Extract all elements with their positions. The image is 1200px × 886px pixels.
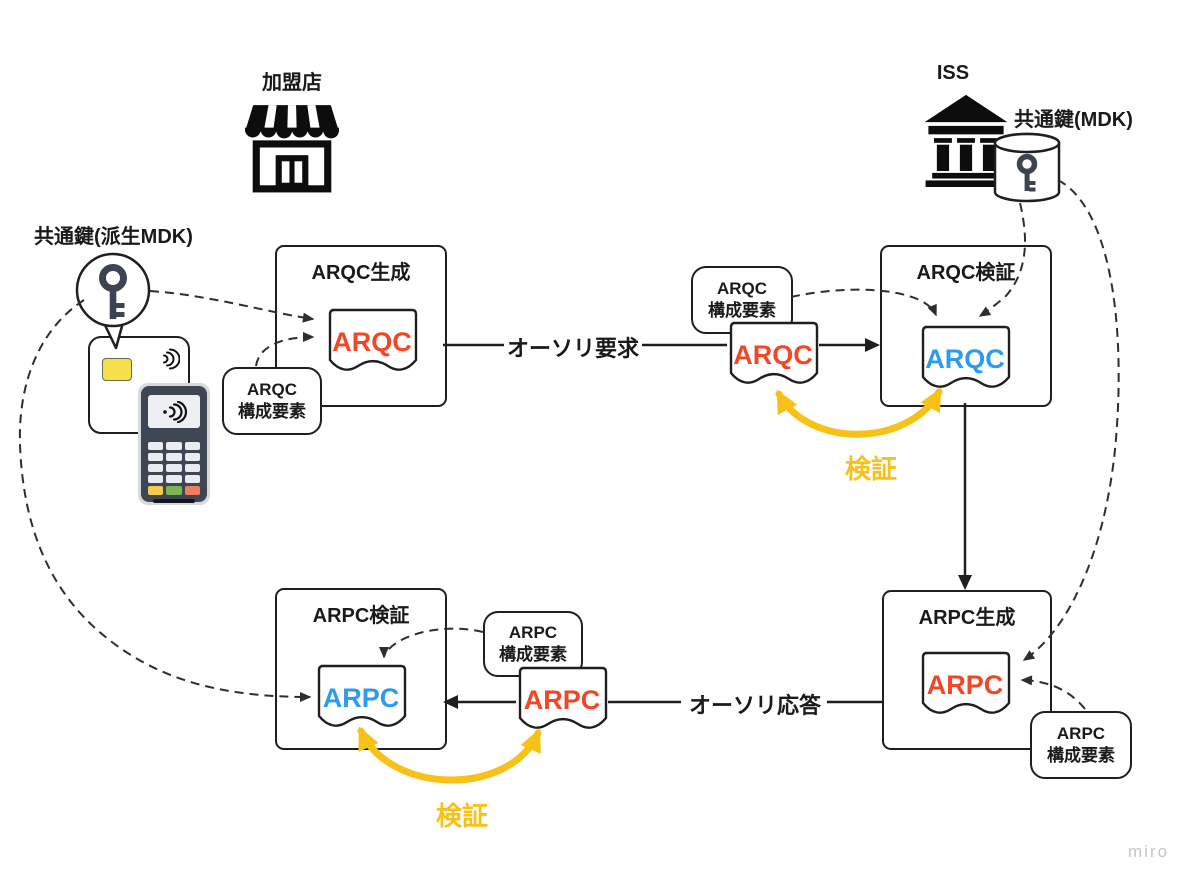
note-line2: 構成要素 [499,645,567,664]
note-line2: 構成要素 [238,402,306,421]
flow-label-auth-response: オーソリ応答 [688,693,821,718]
verify-label-arpc: 検証 [435,801,488,831]
note-line2: 構成要素 [708,301,776,320]
connector-arpc-to-verify [443,695,516,709]
merchant-label: 加盟店 [262,72,322,94]
document-arqc-generated: ARQC [326,308,418,378]
note-arpc-components-right: ARPC 構成要素 [1030,711,1132,779]
terminal-screen [148,395,200,428]
document-arpc-response: ARPC [516,666,608,736]
note-line1: ARQC [246,379,298,399]
box-title: ARQC生成 [311,262,411,284]
key-bubble-icon [75,252,151,350]
note-line1: ARPC [1056,723,1106,743]
doc-label: ARQC [925,344,1005,374]
issuer-label: ISS [936,62,970,84]
connector-verify-to-arpc-generate [958,403,972,590]
mdk-key-label: 共通鍵(MDK) [1014,109,1133,131]
document-arqc-verify: ARQC [919,325,1011,395]
payment-terminal-icon [138,383,210,505]
note-line1: ARQC [716,278,768,298]
note-line1: ARPC [508,622,558,642]
key-database-icon [993,132,1061,203]
note-arqc-components-mid: ARQC 構成要素 [691,266,793,334]
doc-label: ARPC [927,670,1004,700]
verify-label-arqc: 検証 [844,454,897,484]
connector-arqc-to-verify [819,338,880,352]
terminal-function-keys [148,486,200,495]
terminal-body [141,386,207,503]
derived-key-label: 共通鍵(派生MDK) [34,226,193,248]
document-arqc-request: ARQC [727,321,819,391]
miro-watermark: miro [1128,842,1170,861]
box-title: ARPC生成 [918,607,1016,629]
flow-label-auth-request: オーソリ要求 [506,336,639,361]
card-chip-icon [102,358,132,381]
doc-label: ARQC [332,327,412,357]
box-title: ARPC検証 [312,605,410,627]
document-arpc-generated: ARPC [919,651,1011,721]
note-arqc-components-left: ARQC 構成要素 [222,367,322,435]
bank-icon [924,94,1008,187]
doc-label: ARQC [733,340,813,370]
document-arpc-verify: ARPC [315,664,407,734]
doc-label: ARPC [524,685,601,715]
box-title: ARQC検証 [916,262,1016,284]
store-icon [245,105,339,193]
terminal-keypad [148,442,200,483]
terminal-slot [153,499,195,503]
doc-label: ARPC [323,683,400,713]
note-line2: 構成要素 [1047,746,1115,765]
contactless-icon [163,400,187,423]
